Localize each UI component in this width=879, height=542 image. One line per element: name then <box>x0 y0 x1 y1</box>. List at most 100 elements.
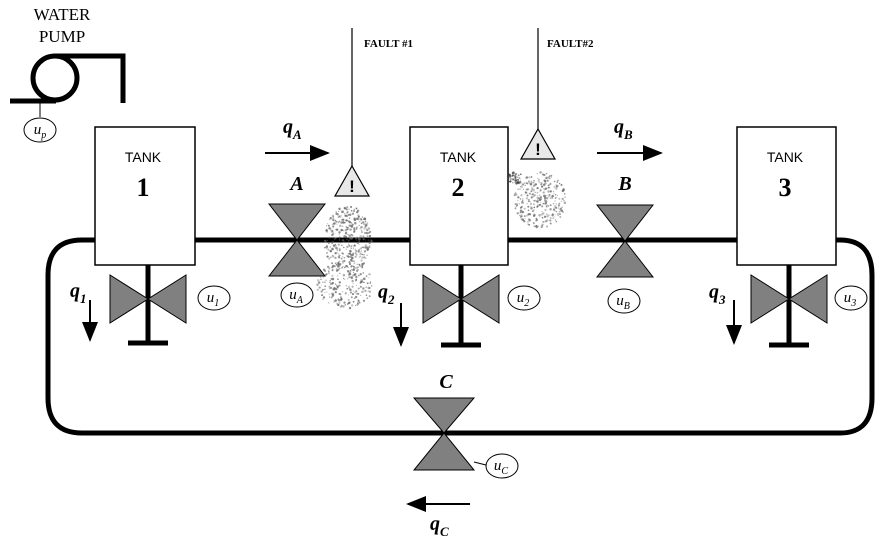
leak-particle <box>549 190 552 193</box>
leak-particle <box>515 193 518 196</box>
leak-particle <box>348 217 351 219</box>
valve-3-control-circle <box>834 285 868 311</box>
leak-particle <box>348 286 351 290</box>
leak-particle <box>364 246 367 249</box>
leak-particle <box>320 284 322 286</box>
leak-particle <box>350 273 352 275</box>
leak-particle <box>350 245 352 248</box>
leak-particle <box>526 176 529 178</box>
tank-2: TANK 2 <box>409 126 509 266</box>
leak-particle <box>331 233 333 236</box>
leak-particle <box>338 236 341 239</box>
leak-particle <box>341 210 343 213</box>
leak-particle <box>551 197 554 199</box>
leak-particle <box>331 269 334 272</box>
leak-particle <box>348 285 350 288</box>
leak-particle <box>353 230 356 233</box>
leak-particle <box>512 182 514 184</box>
leak-particle <box>345 285 348 287</box>
leak-particle <box>517 188 519 191</box>
leak-particle <box>320 278 322 280</box>
leak-particle <box>525 197 529 200</box>
leak-particle <box>316 283 319 287</box>
leak-particle <box>526 194 529 197</box>
leak-particle <box>346 287 349 290</box>
pump-control-circle <box>23 117 57 143</box>
leak-particle <box>351 256 354 260</box>
leak-particle <box>556 212 560 216</box>
leak-particle <box>349 256 352 258</box>
leak-particle <box>340 221 343 224</box>
leak-particle <box>334 291 337 294</box>
leak-particle <box>344 221 346 224</box>
leak-particle <box>507 177 510 180</box>
leak-particle <box>343 234 346 238</box>
leak-particle <box>329 281 331 284</box>
leak-particle <box>362 235 365 238</box>
leak-particle <box>343 230 345 232</box>
leak-particle <box>530 196 533 199</box>
leak-particle <box>331 224 333 226</box>
leak-particle <box>534 225 536 228</box>
leak-particle <box>334 243 337 246</box>
leak-particle <box>553 190 555 192</box>
leak-particle <box>365 275 368 278</box>
leak-particle <box>531 194 533 196</box>
leak-particle <box>369 244 371 247</box>
leak-particle <box>347 294 350 296</box>
leak-particle <box>512 178 515 181</box>
leak-particle <box>349 237 352 240</box>
leak-particle <box>351 293 354 296</box>
leak-particle <box>332 255 335 258</box>
tank-1: TANK 1 <box>94 126 196 266</box>
leak-particle <box>329 279 331 282</box>
leak-particle <box>365 244 367 246</box>
leak-particle <box>555 203 558 205</box>
leak-particle <box>541 223 544 226</box>
leak-particle <box>360 251 362 253</box>
leak-particle <box>366 222 369 224</box>
leak-particle <box>513 174 517 177</box>
leak-particle <box>540 183 542 186</box>
leak-particle <box>353 218 355 220</box>
leak-particle <box>528 218 531 222</box>
fault-1-marker: FAULT #1 ! <box>333 28 413 197</box>
leak-particle <box>356 302 359 305</box>
leak-particle <box>330 277 333 280</box>
leak-particle <box>336 285 339 288</box>
leak-particle <box>334 265 336 268</box>
leak-particle <box>564 196 567 199</box>
leak-particle <box>327 272 331 275</box>
leak-particle <box>355 284 357 286</box>
leak-particle <box>339 272 341 275</box>
tank-2-label: TANK <box>440 149 477 165</box>
leak-particle <box>324 281 326 284</box>
leak-particle <box>522 202 525 204</box>
leak-particle <box>520 194 523 197</box>
leak-particle <box>363 227 366 230</box>
leak-particle <box>356 303 359 306</box>
valve-B: B uB <box>595 173 655 314</box>
leak-particle <box>563 199 565 202</box>
valve-C-control-label: uC <box>494 458 509 477</box>
leak-particle <box>547 186 550 189</box>
leak-particle <box>543 173 545 175</box>
leak-particle <box>351 237 354 239</box>
leak-particle <box>363 251 366 253</box>
leak-particle <box>322 268 326 271</box>
fault-2-label: FAULT#2 <box>547 38 594 50</box>
leak-particle <box>338 220 341 222</box>
leak-particle <box>558 202 561 205</box>
leak-particle <box>332 222 335 225</box>
leak-particle <box>532 214 536 217</box>
leak-particle <box>539 196 543 199</box>
leak-particle <box>349 228 352 231</box>
leak-particle <box>357 266 360 269</box>
leak-particle <box>328 267 331 270</box>
leak-particle <box>332 236 335 239</box>
leak-particle <box>547 190 550 193</box>
leak-particle <box>519 179 521 181</box>
valve-A-label: A <box>288 173 303 195</box>
leak-particle <box>346 206 349 209</box>
leak-particle <box>364 250 367 252</box>
